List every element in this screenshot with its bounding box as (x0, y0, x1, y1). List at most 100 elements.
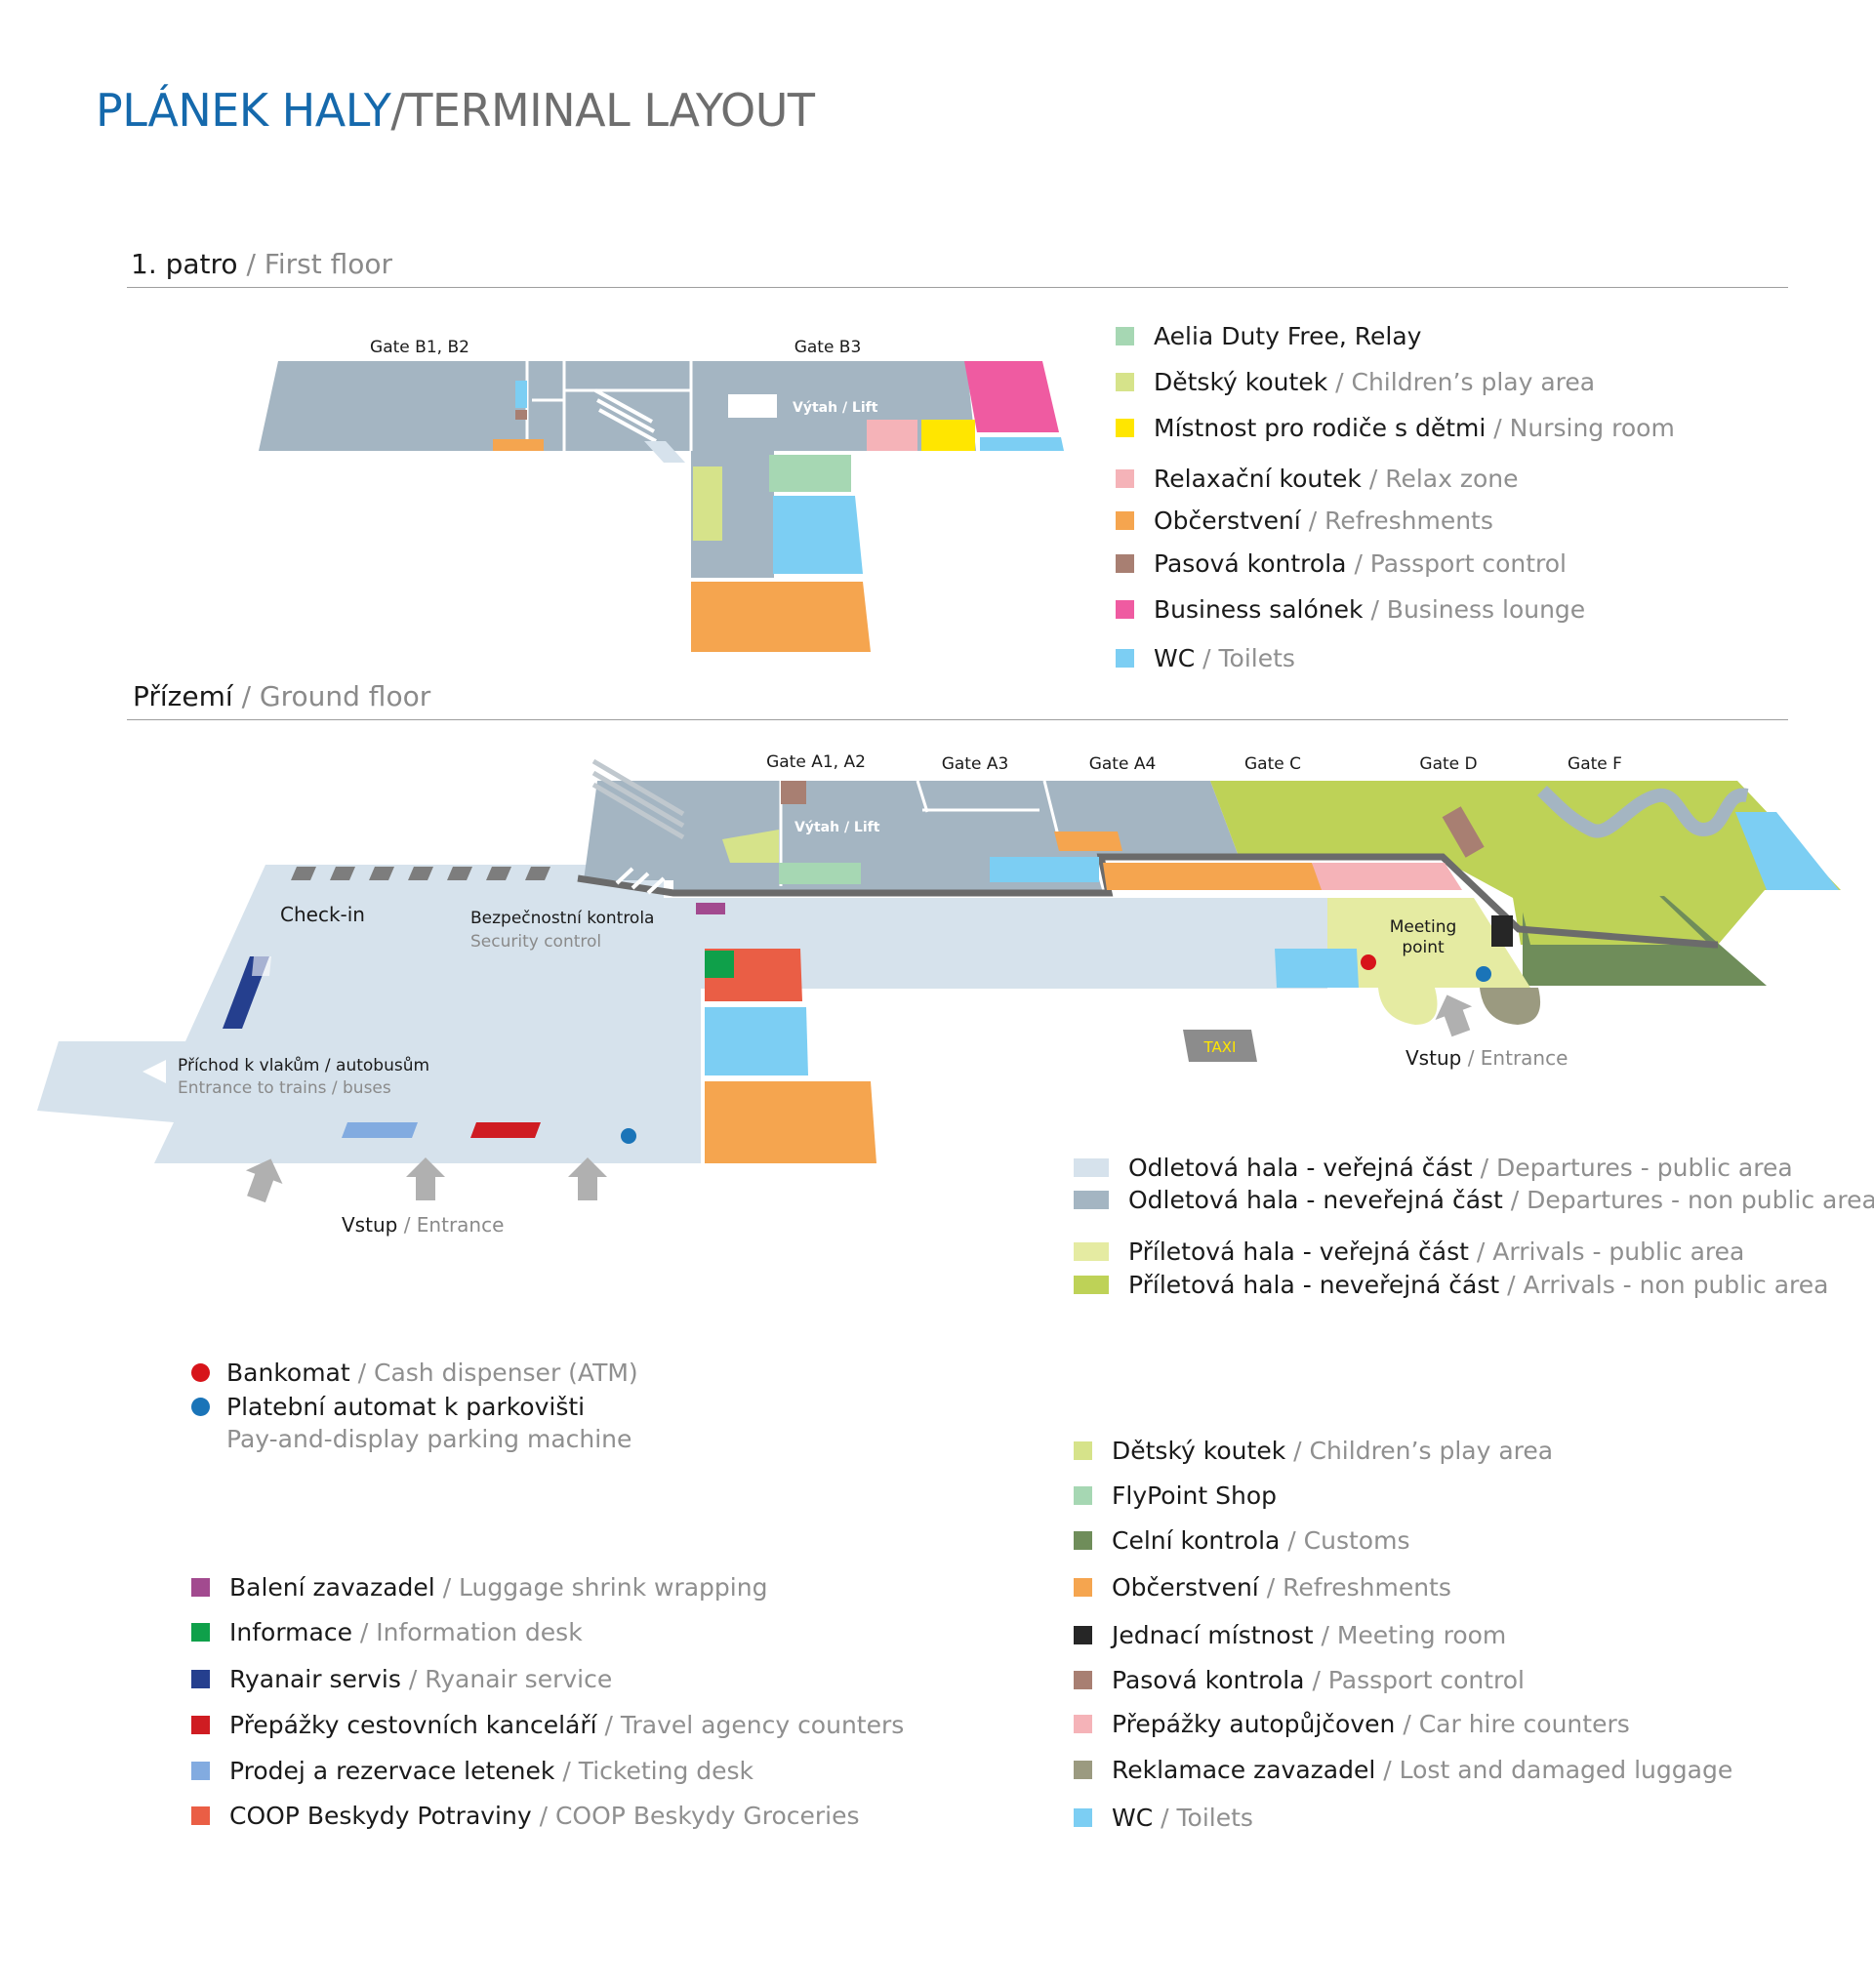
area-swatch (1074, 1158, 1109, 1177)
travel-agency-counters (470, 1122, 541, 1138)
taxi-rank (1183, 1030, 1257, 1062)
service-label-cz: WC (1112, 1804, 1154, 1832)
legend-label-cz: Relaxační koutek (1154, 465, 1362, 493)
service-item: Jednací místnost / Meeting room (1074, 1621, 1506, 1649)
gf-passport-control-a (781, 781, 806, 804)
lift-box-first-floor (728, 394, 777, 418)
legend-label-en: / Children’s play area (1335, 368, 1596, 396)
service-swatch (191, 1670, 210, 1688)
label-trains-en: Entrance to trains / buses (178, 1078, 391, 1098)
area-legend-item: Odletová hala - veřejná část / Departure… (1074, 1154, 1793, 1182)
ff-passport-control (515, 410, 527, 420)
label-gate-f: Gate F (1568, 754, 1622, 774)
parking-machine-icon (191, 1398, 210, 1416)
legend-label-cz: Pasová kontrola (1154, 549, 1347, 578)
legend-item: Aelia Duty Free, Relay (1116, 322, 1421, 350)
arrivals-public-area (1327, 898, 1530, 988)
legend-swatch (1116, 327, 1134, 345)
service-swatch (1074, 1486, 1092, 1505)
label-trains-cz: Příchod k vlakům / autobusům (178, 1056, 429, 1075)
service-label-cz: Ryanair servis (229, 1665, 401, 1693)
entrance-arrow-right (1435, 994, 1473, 1037)
area-label-en: / Arrivals - non public area (1507, 1271, 1829, 1299)
ground-floor-divider (127, 719, 1788, 720)
legend-label-cz: Občerstvení (1154, 507, 1301, 535)
service-item: Občerstvení / Refreshments (1074, 1573, 1451, 1602)
entrance-arrow-3 (568, 1157, 607, 1200)
area-swatch (1074, 1191, 1109, 1209)
label-entrance-left-cz: Vstup (342, 1213, 397, 1237)
ff-wc-right (980, 437, 1064, 451)
first-floor-heading: 1. patro / First floor (131, 248, 392, 280)
label-gate-d: Gate D (1419, 754, 1477, 774)
area-label-en: / Arrivals - public area (1476, 1237, 1745, 1266)
legend-item: Místnost pro rodiče s dětmi / Nursing ro… (1116, 414, 1675, 442)
legend-label-cz: WC (1154, 644, 1196, 672)
points-legend: Bankomat / Cash dispenser (ATM) Platební… (191, 1359, 638, 1453)
label-meeting: Meeting (1390, 917, 1457, 937)
ff-nursing-room (921, 420, 975, 451)
ground-floor-shapes (37, 758, 1841, 1203)
area-label-en: / Departures - public area (1480, 1154, 1793, 1182)
service-label-en: / Car hire counters (1403, 1710, 1630, 1738)
points-label-en: Pay-and-display parking machine (226, 1425, 632, 1453)
ff-relax-zone (867, 420, 917, 451)
points-legend-item: Bankomat / Cash dispenser (ATM) (191, 1359, 638, 1387)
gf-refreshments-gate-a4 (1054, 832, 1122, 851)
service-swatch (1074, 1715, 1092, 1733)
service-label-cz: Pasová kontrola (1112, 1666, 1305, 1694)
service-label-cz: Přepážky autopůjčoven (1112, 1710, 1396, 1738)
service-item: Celní kontrola / Customs (1074, 1526, 1409, 1555)
service-label-cz: Dětský koutek (1112, 1437, 1286, 1465)
label-lift-first-floor: Výtah / Lift (793, 400, 878, 416)
service-item: Pasová kontrola / Passport control (1074, 1666, 1525, 1694)
legend-item: Dětský koutek / Children’s play area (1116, 368, 1595, 396)
label-taxi: TAXI (1203, 1038, 1237, 1056)
flypoint-shop (779, 863, 861, 884)
points-label-en: / Cash dispenser (ATM) (357, 1359, 638, 1387)
label-gate-b3: Gate B3 (794, 338, 862, 357)
service-swatch (1074, 1671, 1092, 1689)
legend-label-cz: Dětský koutek (1154, 368, 1328, 396)
service-item: COOP Beskydy Potraviny / COOP Beskydy Gr… (191, 1802, 860, 1830)
ground-floor-heading-en: / Ground floor (241, 680, 431, 712)
ff-refreshments-large (691, 582, 871, 652)
first-floor-divider (127, 287, 1788, 288)
legend-item: Pasová kontrola / Passport control (1116, 549, 1567, 578)
legend-label-cz: Místnost pro rodiče s dětmi (1154, 414, 1487, 442)
service-label-cz: Přepážky cestovních kanceláří (229, 1711, 597, 1739)
area-label-cz: Odletová hala - neveřejná část (1128, 1186, 1503, 1214)
service-item: Balení zavazadel / Luggage shrink wrappi… (191, 1573, 767, 1602)
entrance-arrow-1 (245, 1158, 283, 1203)
service-label-en: / Children’s play area (1293, 1437, 1554, 1465)
label-entrance-left-en: / Entrance (404, 1213, 505, 1237)
service-swatch (191, 1806, 210, 1825)
gate-f-corridor (1537, 786, 1749, 838)
service-swatch (1074, 1578, 1092, 1597)
service-label-en: / Information desk (359, 1618, 583, 1646)
ff-play-area (693, 467, 722, 541)
first-floor-heading-en: / First floor (246, 248, 393, 280)
service-label-cz: COOP Beskydy Potraviny (229, 1802, 532, 1830)
gate-boundary-outline (577, 853, 1718, 949)
gf-wc-top (990, 857, 1099, 882)
legend-swatch (1116, 649, 1134, 668)
service-label-en: / Lost and damaged luggage (1383, 1756, 1733, 1784)
service-label-cz: FlyPoint Shop (1112, 1481, 1278, 1510)
service-label-en: / Ryanair service (408, 1665, 613, 1693)
service-label-cz: Reklamace zavazadel (1112, 1756, 1376, 1784)
parking-machine-marker-right (1476, 966, 1491, 982)
stairs-ground-floor (591, 758, 685, 840)
ff-business-lounge (964, 361, 1059, 432)
gf-public-strip (1161, 949, 1281, 988)
label-security-cz: Bezpečnostní kontrola (470, 909, 654, 928)
first-floor-heading-cz: 1. patro (131, 248, 238, 280)
service-label-cz: Občerstvení (1112, 1573, 1259, 1602)
atm-icon (191, 1363, 210, 1382)
service-item: Dětský koutek / Children’s play area (1074, 1437, 1553, 1465)
arrivals-public-lobe (1378, 988, 1438, 1025)
service-label-en: / Customs (1287, 1526, 1410, 1555)
departures-public-area (37, 865, 1327, 1163)
label-gate-c: Gate C (1244, 754, 1301, 774)
